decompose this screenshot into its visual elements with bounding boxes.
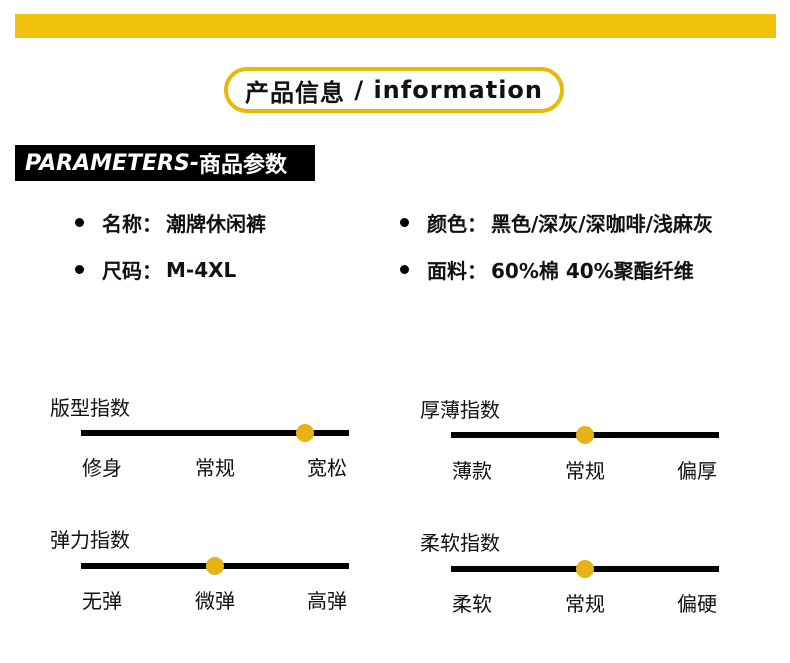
elasticity-index-label-high: 高弹 [307, 589, 347, 613]
softness-index-label-mid: 常规 [565, 592, 605, 616]
section-title-en: information [373, 76, 544, 104]
bullet-icon [400, 265, 409, 274]
softness-index-label-high: 偏硬 [677, 592, 717, 616]
elasticity-index-label-low: 无弹 [82, 589, 122, 613]
spec-value: M-4XL [166, 257, 237, 282]
fit-index-track [81, 430, 349, 436]
section-title-slash: / [344, 76, 374, 104]
spec-label: 面料 [427, 259, 467, 283]
spec-value: 潮牌休闲裤 [166, 212, 266, 236]
spec-name: 名称 ： 潮牌休闲裤 [75, 208, 266, 237]
section-title-cn: 产品信息 [244, 78, 345, 107]
thickness-index-label-low: 薄款 [452, 459, 492, 483]
parameters-label-en: PARAMETERS- [25, 150, 199, 176]
spec-label: 颜色 [427, 212, 467, 236]
elasticity-index-label-mid: 微弹 [195, 589, 235, 613]
elasticity-index-title: 弹力指数 [50, 528, 130, 552]
spec-fabric: 面料 ： 60%棉 40%聚酯纤维 [400, 255, 694, 284]
thickness-index-label-high: 偏厚 [677, 459, 717, 483]
spec-size: 尺码 ： M-4XL [75, 255, 236, 284]
spec-label: 名称 [102, 212, 142, 236]
softness-index-title: 柔软指数 [420, 531, 500, 555]
fit-index-marker [296, 424, 315, 442]
spec-separator: ： [467, 259, 487, 283]
spec-value: 黑色/深灰/深咖啡/浅麻灰 [491, 212, 713, 236]
bullet-icon [75, 218, 84, 227]
bullet-icon [75, 265, 84, 274]
spec-separator: ： [467, 212, 487, 236]
softness-index-label-low: 柔软 [452, 592, 492, 616]
top-accent-bar [15, 14, 776, 38]
thickness-index-marker [576, 426, 594, 444]
spec-label: 尺码 [102, 259, 142, 283]
parameters-label-cn: 商品参数 [198, 153, 287, 178]
fit-index-label-low: 修身 [82, 456, 122, 480]
softness-index-marker [576, 560, 594, 578]
spec-value: 60%棉 40%聚酯纤维 [491, 259, 694, 283]
fit-index-label-mid: 常规 [195, 456, 235, 480]
elasticity-index-marker [206, 557, 224, 575]
spec-separator: ： [142, 259, 162, 283]
thickness-index-label-mid: 常规 [565, 459, 605, 483]
thickness-index-title: 厚薄指数 [420, 398, 500, 422]
fit-index-label-high: 宽松 [307, 456, 347, 480]
parameters-header: PARAMETERS- 商品参数 [15, 145, 315, 181]
bullet-icon [400, 218, 409, 227]
spec-color: 颜色 ： 黑色/深灰/深咖啡/浅麻灰 [400, 208, 713, 237]
section-title-pill: 产品信息 / information [224, 67, 564, 113]
fit-index-title: 版型指数 [50, 396, 130, 420]
spec-separator: ： [142, 212, 162, 236]
